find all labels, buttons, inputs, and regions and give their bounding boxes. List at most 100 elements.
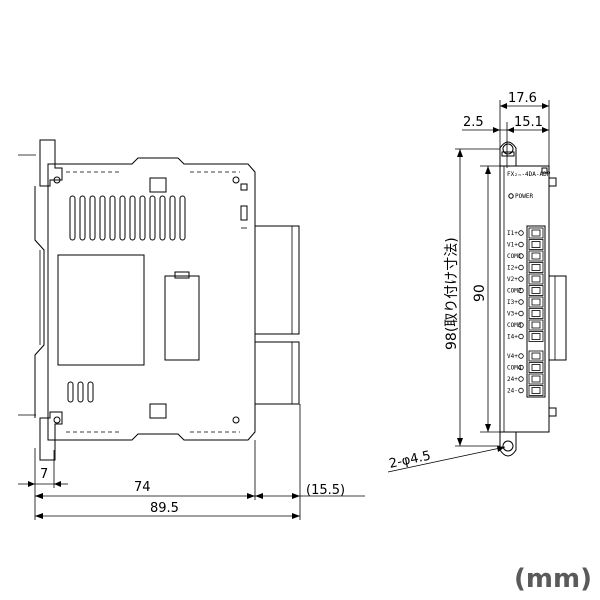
terminal-screw <box>518 364 524 371</box>
terminal-label: COM1 <box>507 253 522 260</box>
vent-slot <box>79 195 86 241</box>
side-body <box>499 165 550 433</box>
terminal-cell <box>528 250 544 262</box>
terminal-cell <box>528 262 544 273</box>
terminal-label: COM4 <box>507 365 522 372</box>
terminal-screw <box>518 322 524 328</box>
vent-slot <box>129 195 136 241</box>
terminal-cell <box>528 227 544 239</box>
terminal-cell <box>528 319 544 331</box>
din-clip-top <box>39 139 63 187</box>
power-label: POWER <box>515 193 533 200</box>
terminal-screw <box>518 276 524 282</box>
connector-lower <box>255 341 300 405</box>
vent-slots-top <box>69 195 186 241</box>
front-view <box>18 139 300 461</box>
terminal-cell <box>528 331 544 342</box>
vent-slot <box>87 381 94 403</box>
terminal-label: COM3 <box>507 322 522 329</box>
terminal-screw <box>518 387 524 394</box>
terminal-screw <box>518 253 524 259</box>
units-label: (mm) <box>514 564 592 594</box>
terminal-label: V1+ <box>507 242 518 249</box>
terminal-label: V2+ <box>507 276 518 283</box>
terminal-screw <box>518 376 524 382</box>
vent-slot <box>109 195 116 241</box>
terminal-label: 24+ <box>507 376 518 383</box>
terminal-cell <box>528 362 544 373</box>
terminal-cell <box>528 285 544 296</box>
terminal-screw <box>518 299 524 305</box>
vent-slot <box>67 381 74 403</box>
latch-top <box>549 177 557 187</box>
dim-connector: (15.5) <box>306 483 345 498</box>
din-clip-bottom <box>39 411 63 461</box>
vent-slot <box>149 195 156 241</box>
battery-cap <box>174 271 190 279</box>
hole-top-right <box>232 176 240 184</box>
dim-width-total: 89.5 <box>150 501 179 516</box>
dim-hole-leader <box>387 446 506 473</box>
dim-width-main: 74 <box>134 480 151 495</box>
hole-bottom-right <box>232 416 240 424</box>
main-body <box>47 157 256 441</box>
terminal-screw <box>518 241 524 248</box>
label-window-bottom <box>149 403 167 419</box>
mount-hole-bottom <box>502 440 514 452</box>
terminal-cell <box>528 308 544 319</box>
hole-top-left <box>53 176 61 184</box>
dim-clip: 7 <box>40 467 48 482</box>
vent-slot <box>169 195 176 241</box>
front-panel <box>57 254 145 366</box>
vent-slot <box>159 195 166 241</box>
dashed-vents-top <box>66 171 240 433</box>
side-view: FX₂ₙ-4DA-ADP POWER I1+V1+COM1I2+V2+COM2I… <box>499 141 567 457</box>
dim-body-height: 90 <box>472 284 488 302</box>
terminal-label: I4+ <box>507 334 518 341</box>
connector-upper <box>255 225 300 335</box>
mount-ear-bottom <box>499 432 517 457</box>
mount-hole-top <box>502 143 514 155</box>
label-window-top <box>149 177 167 193</box>
vent-slot <box>179 195 186 241</box>
side-edge-connector <box>549 275 567 361</box>
vent-slot <box>139 195 146 241</box>
terminal-label: I2+ <box>507 265 518 272</box>
vent-slot <box>89 195 96 241</box>
terminal-cell <box>528 239 544 250</box>
back-plate <box>34 186 45 418</box>
corner-square <box>541 167 548 174</box>
small-square-top <box>240 183 248 191</box>
terminal-screw <box>518 264 524 271</box>
vent-slot <box>99 195 106 241</box>
lock-tab <box>240 205 248 221</box>
terminal-cell <box>528 350 544 362</box>
terminal-screw <box>518 287 524 294</box>
vent-slots-bottom <box>67 381 94 403</box>
terminal-label: 24- <box>507 388 518 395</box>
terminal-screw <box>518 353 524 359</box>
vent-slot <box>119 195 126 241</box>
terminal-label: V3+ <box>507 311 518 318</box>
dim-left-offset: 2.5 <box>463 115 484 130</box>
terminal-label: COM2 <box>507 288 522 295</box>
terminal-label: I3+ <box>507 299 518 306</box>
vent-slot <box>77 381 84 403</box>
battery <box>164 275 200 361</box>
dim-body-width: 15.1 <box>514 115 543 130</box>
terminal-screw <box>518 230 524 236</box>
terminal-screw <box>518 333 524 340</box>
ear-bar-top <box>501 151 515 157</box>
terminal-cell <box>528 385 544 396</box>
terminal-screw <box>518 310 524 317</box>
side-dimensions: 17.6 2.5 15.1 98(取り付け寸法) 90 2-φ4.5 <box>387 91 550 473</box>
latch-bottom <box>549 407 557 417</box>
terminal-label: I1+ <box>507 230 518 237</box>
power-led <box>508 193 514 199</box>
terminal-label: V4+ <box>507 353 518 360</box>
terminal-cell <box>528 273 544 285</box>
dim-mount-height: 98(取り付け寸法) <box>444 237 460 350</box>
model-label: FX₂ₙ-4DA-ADP <box>507 171 551 178</box>
